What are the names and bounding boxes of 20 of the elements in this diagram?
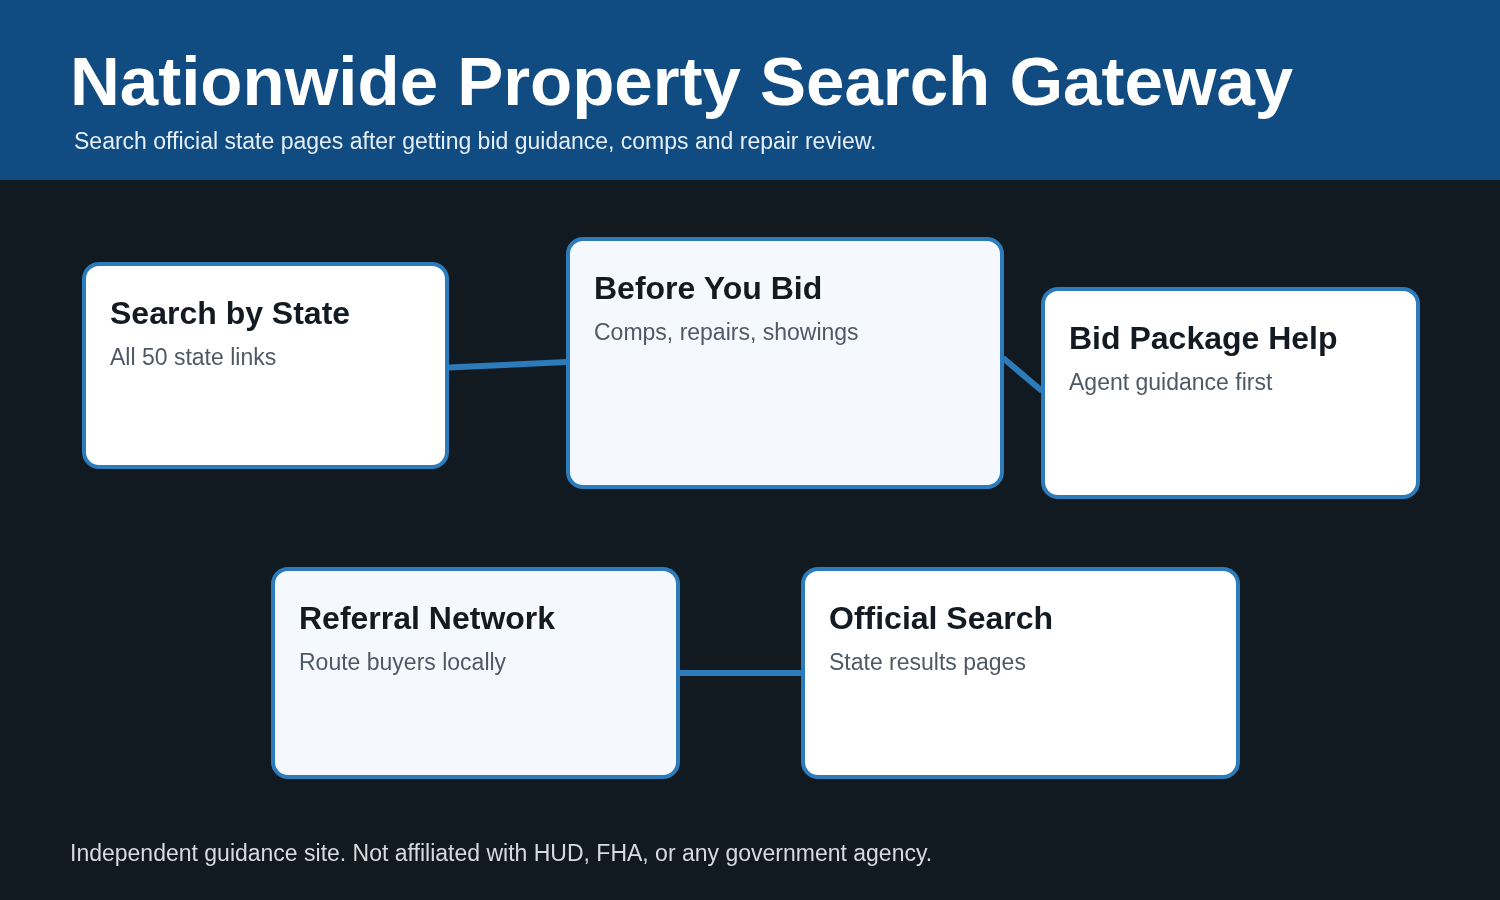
card-heading: Official Search (829, 599, 1055, 638)
process-card (566, 237, 1004, 489)
process-card (1041, 287, 1420, 499)
connector-line (679, 670, 802, 676)
card-description: All 50 state links (110, 344, 278, 372)
card-description: Route buyers locally (299, 649, 508, 677)
footer-disclaimer: Independent guidance site. Not affiliated with HUD, FHA, or any government agency. (70, 840, 933, 868)
card-heading: Before You Bid (594, 269, 824, 308)
subtitle-text: Search official state pages after getting bid guidance, comps and repair review. (74, 128, 877, 156)
card-description: Agent guidance first (1069, 369, 1274, 397)
card-description: Comps, repairs, showings (594, 319, 860, 347)
process-card (271, 567, 680, 779)
card-heading: Search by State (110, 294, 352, 333)
process-card (82, 262, 449, 469)
card-description: State results pages (829, 649, 1027, 677)
process-card (801, 567, 1240, 779)
card-heading: Bid Package Help (1069, 319, 1339, 358)
connector-line (447, 359, 568, 371)
card-heading: Referral Network (299, 599, 557, 638)
diagram-title: Nationwide Property Search Gateway (70, 44, 1294, 120)
